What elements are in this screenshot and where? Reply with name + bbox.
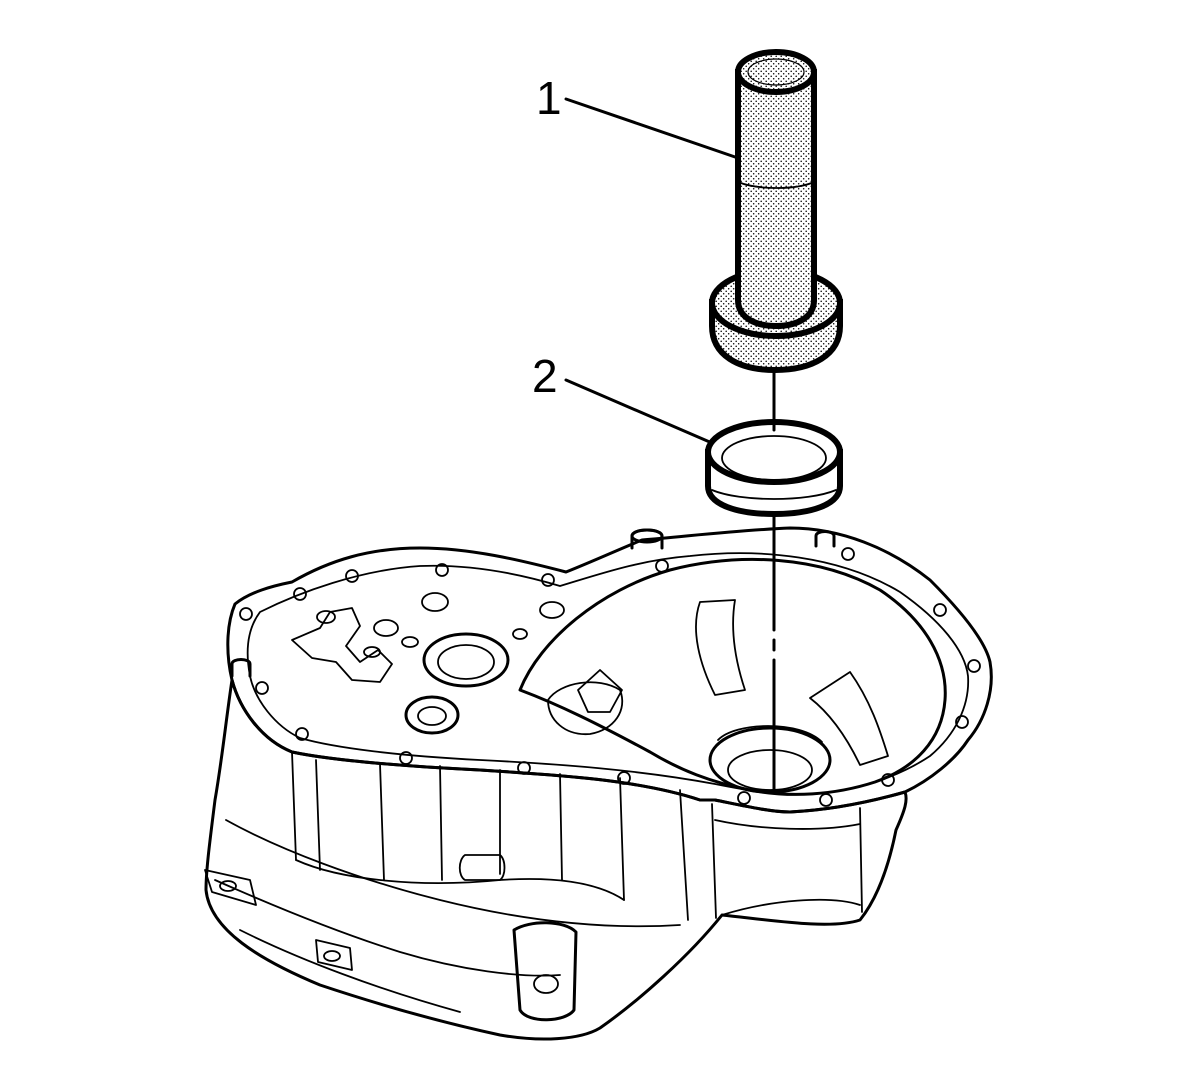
- tool-shaft-step: [737, 181, 815, 189]
- cavity-shaft-boss: [547, 681, 624, 735]
- body-base-edge: [239, 929, 461, 1013]
- port-1: [316, 610, 336, 624]
- cavity-rib-left: [695, 599, 746, 696]
- port-3: [421, 592, 449, 612]
- port-2: [373, 619, 399, 637]
- seal-bore-inner: [727, 749, 813, 791]
- foot-hole: [219, 880, 237, 892]
- body-rib: [439, 765, 443, 881]
- body-right-upper: [714, 819, 861, 830]
- case-cover-features: [291, 592, 565, 735]
- bolt-hole: [239, 607, 253, 621]
- body-right-contour: [721, 898, 861, 916]
- boss-lower-inner: [417, 706, 447, 726]
- bolt-hole: [881, 773, 895, 787]
- boss-lower: [404, 695, 460, 735]
- bolt-hole: [737, 791, 751, 805]
- dowel-left: [230, 658, 252, 678]
- seal-inner-lip: [721, 435, 827, 481]
- seal-lower-edge: [711, 489, 837, 500]
- bolt-hole: [293, 587, 307, 601]
- bolt-hole: [933, 603, 947, 617]
- bolt-hole: [967, 659, 981, 673]
- tool-top: [735, 49, 817, 95]
- shaft-bore-left-inner: [437, 644, 495, 680]
- bolt-hole: [345, 569, 359, 583]
- passage-group: [291, 607, 393, 683]
- bolt-hole: [399, 751, 413, 765]
- bolt-hole: [295, 727, 309, 741]
- callout-1: 1: [536, 72, 740, 160]
- body-rib: [859, 807, 863, 913]
- body-contour-lower: [225, 819, 681, 928]
- cavity-fork: [577, 669, 623, 713]
- tool-top-inner: [747, 58, 805, 86]
- body-rib: [711, 803, 717, 919]
- bolt-hole: [435, 563, 449, 577]
- callout-2-label: 2: [532, 350, 558, 402]
- body-rib: [291, 751, 297, 861]
- bolt-hole: [841, 547, 855, 561]
- bolt-hole: [655, 559, 669, 573]
- body-mount-boss: [512, 921, 578, 1022]
- body-rib: [619, 777, 625, 901]
- seal-bore-outer: [708, 726, 832, 794]
- mount-boss-hole: [533, 974, 559, 994]
- body-rib: [379, 763, 385, 881]
- callout-1-leader: [564, 97, 740, 160]
- body-rib: [679, 789, 689, 921]
- bolt-hole: [955, 715, 969, 729]
- body-rib: [559, 773, 563, 881]
- body-foot-left: [204, 869, 257, 906]
- bell-housing-cavity: [518, 557, 947, 796]
- dowel-top-cap: [630, 528, 664, 544]
- case-body-details: [204, 751, 863, 1022]
- body-pad-left: [315, 939, 353, 971]
- body-slot: [458, 854, 506, 881]
- transaxle-case: [204, 526, 993, 1041]
- bolt-hole: [819, 793, 833, 807]
- tool-shaft: [735, 69, 817, 330]
- port-6: [512, 628, 528, 640]
- port-5: [401, 636, 419, 648]
- case-body-outline: [204, 678, 908, 1041]
- callout-2-leader: [564, 378, 714, 445]
- pad-hole: [323, 950, 341, 962]
- seal-installer-tool: [709, 49, 843, 374]
- flange-bolt-holes: [239, 547, 981, 807]
- oil-seal: [705, 419, 843, 518]
- bolt-hole: [541, 573, 555, 587]
- body-base-contour: [214, 879, 561, 977]
- port-7: [363, 646, 381, 658]
- dowel-right: [814, 530, 836, 548]
- case-flange-inner: [246, 552, 969, 796]
- body-rib: [315, 759, 321, 871]
- callout-2: 2: [532, 350, 714, 445]
- seal-bore-lip: [717, 725, 823, 743]
- callout-1-label: 1: [536, 72, 562, 124]
- shaft-bore-left: [422, 632, 510, 688]
- bolt-hole: [255, 681, 269, 695]
- port-4: [539, 601, 565, 619]
- cavity-rib-right: [809, 671, 889, 766]
